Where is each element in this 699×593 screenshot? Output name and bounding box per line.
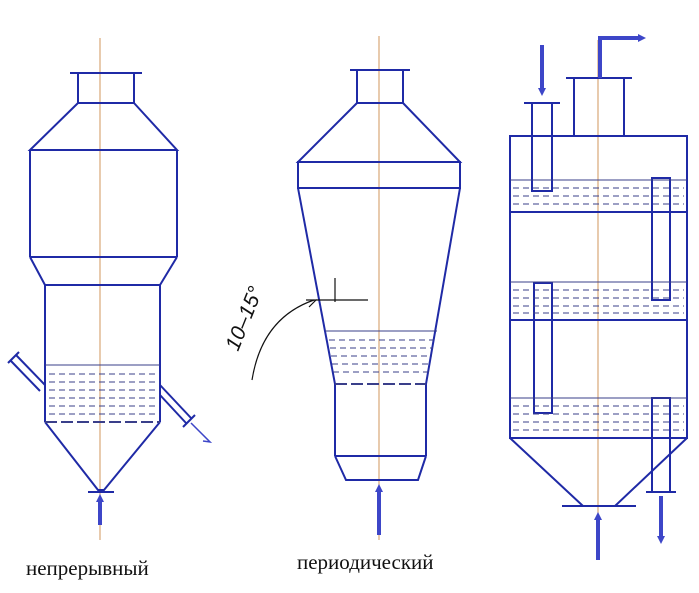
bottom-cone	[44, 421, 161, 491]
angle-label: 10–15°	[221, 283, 267, 354]
top-nozzle	[77, 72, 135, 104]
caption-continuous: непрерывный	[26, 556, 149, 580]
inlet-pipe-b	[10, 360, 41, 392]
feed-pipe	[531, 102, 553, 192]
outlet-pipe-a	[159, 384, 192, 419]
taper-left	[297, 187, 336, 385]
periodic-apparatus	[295, 36, 463, 540]
top-nozzle	[356, 69, 404, 104]
multistage-liquid-layers	[510, 179, 687, 431]
vapor-nozzle	[573, 77, 625, 137]
collar	[297, 161, 461, 189]
continuous-liquid-layer	[45, 364, 160, 423]
drain-pipe	[651, 397, 671, 493]
shoulder-left	[29, 256, 46, 422]
outlet-pipe-b	[159, 394, 187, 424]
downcomer-1	[651, 177, 671, 301]
downcomer-2	[533, 282, 553, 414]
bottom-cone	[334, 455, 427, 481]
vapor-outlet-arrow	[598, 34, 646, 78]
taper-right	[425, 187, 461, 385]
continuous-apparatus	[7, 38, 213, 540]
multistage-apparatus	[509, 40, 688, 540]
periodic-liquid-layer	[325, 330, 437, 385]
angle-annotation	[251, 278, 368, 381]
upper-cone	[27, 102, 180, 151]
inlet-pipe-a	[15, 354, 46, 386]
caption-periodic: периодический	[297, 550, 434, 574]
